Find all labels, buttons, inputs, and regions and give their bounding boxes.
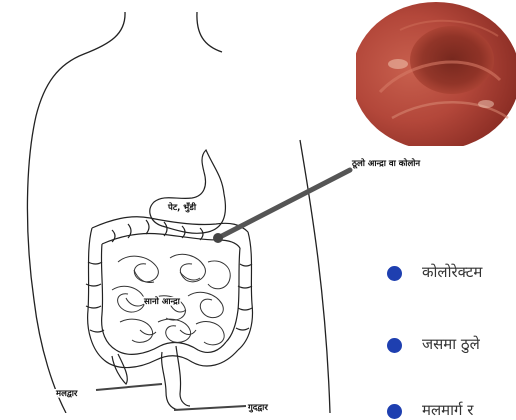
stomach (150, 150, 226, 233)
bullet-3-text: मलमार्ग र (422, 400, 473, 420)
bullet-3-icon (387, 404, 402, 419)
stomach-label: पेट, भुँडी (167, 202, 197, 213)
bullet-1-text: कोलोरेक्टम (422, 262, 482, 282)
bullet-2-text: जसमा ठुले (422, 334, 480, 354)
bullet-1-icon (387, 266, 402, 281)
colon-pointer (213, 170, 350, 243)
colon (86, 217, 252, 410)
colon-callout-label: ठूलो आन्द्रा वा कोलोन (351, 158, 421, 169)
bullet-2-icon (387, 338, 402, 353)
rectum-label: मलद्वार (55, 389, 78, 399)
anus-label: गुदद्वार (247, 403, 268, 413)
endoscopy-photo (352, 0, 516, 150)
small-intestine-label: सानो आन्द्रा (143, 296, 181, 307)
